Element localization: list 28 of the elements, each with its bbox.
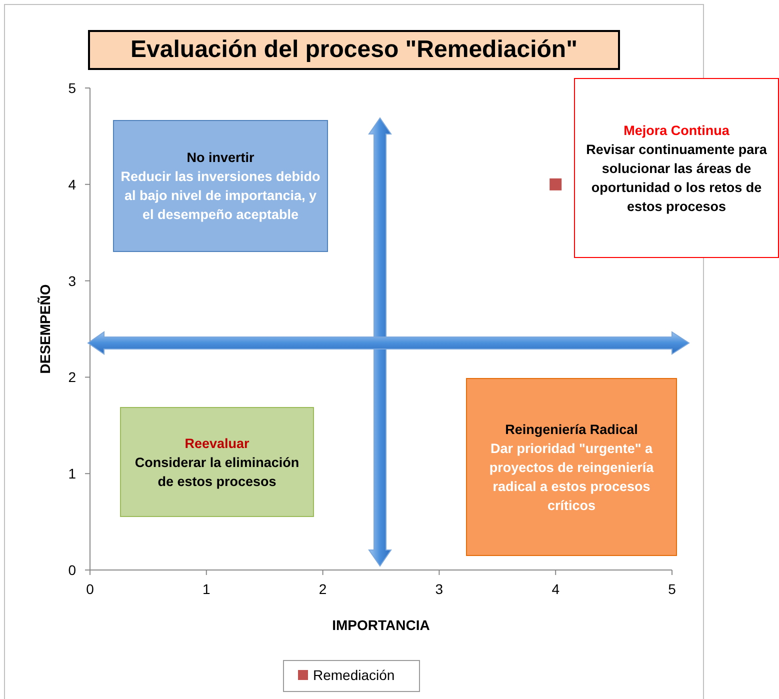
quadrant-box [466,378,677,556]
tick-label: 1 [68,466,76,482]
axis-title: IMPORTANCIA [332,617,430,633]
quadrant-box [574,78,779,258]
box-heading: No invertir [186,149,256,167]
box-text: Reducir las inversiones debido al bajo nivel de importancia, y el desempeño aceptable [120,168,321,224]
box-text: Revisar continuamente para solucionar las áreas de oportunidad o los retos de estos procesos [585,140,768,216]
tick-label: 2 [68,369,76,386]
box-heading: Mejora Continua [622,122,730,140]
tick-label: 0 [68,562,76,578]
tick-label: 2 [318,581,327,597]
tick-label: 1 [202,581,210,597]
axis-title: DESEMPEÑO [37,284,53,374]
box-text: Considerar la eliminación de estos procesos [134,454,300,490]
legend-label: Remediación [313,667,395,683]
tick-label: 0 [86,581,94,597]
box-heading: Reingeniería Radical [504,420,639,438]
box-heading: Reevaluar [184,434,250,452]
quadrant-box [120,407,314,517]
quadrant-box [113,120,328,252]
chart-title: Evaluación del proceso "Remediación" [88,30,620,70]
tick-label: 4 [68,176,76,192]
box-text: Dar prioridad "urgente" a proyectos de reingeniería radical a estos procesos críticos [488,440,655,514]
tick-label: 5 [68,80,76,96]
tick-label: 3 [68,272,76,289]
tick-label: 4 [552,581,560,597]
tick-label: 5 [668,581,676,597]
tick-label: 3 [435,581,444,597]
